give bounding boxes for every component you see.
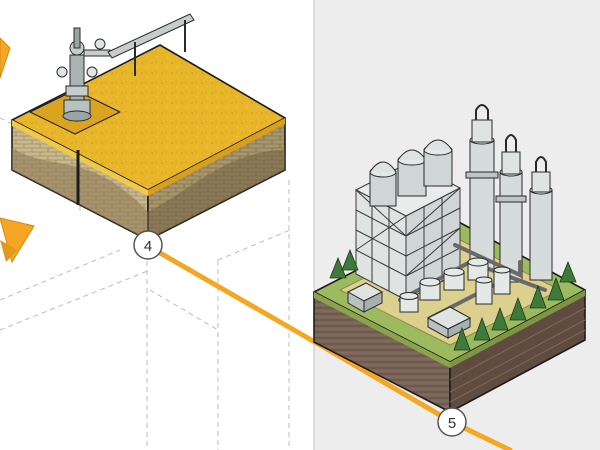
arrow-right-icon [0, 217, 35, 264]
tree-icon [329, 248, 577, 351]
wellhead-icon [56, 13, 195, 122]
refinery-tower-icon [529, 156, 553, 281]
pipeline [145, 243, 513, 450]
step-marker-5: 5 [437, 407, 467, 437]
step-number-5: 5 [448, 415, 456, 432]
arrow-right-icon [0, 37, 11, 79]
storage-tank-icon [369, 139, 453, 207]
refinery-tower-icon [495, 134, 527, 283]
oil-field-block [11, 44, 286, 241]
control-building [346, 282, 472, 339]
refinery-tower-icon [465, 104, 499, 271]
storage-tank-icon [399, 257, 511, 313]
step-number-4: 4 [144, 238, 152, 255]
step-marker-4: 4 [133, 230, 163, 260]
